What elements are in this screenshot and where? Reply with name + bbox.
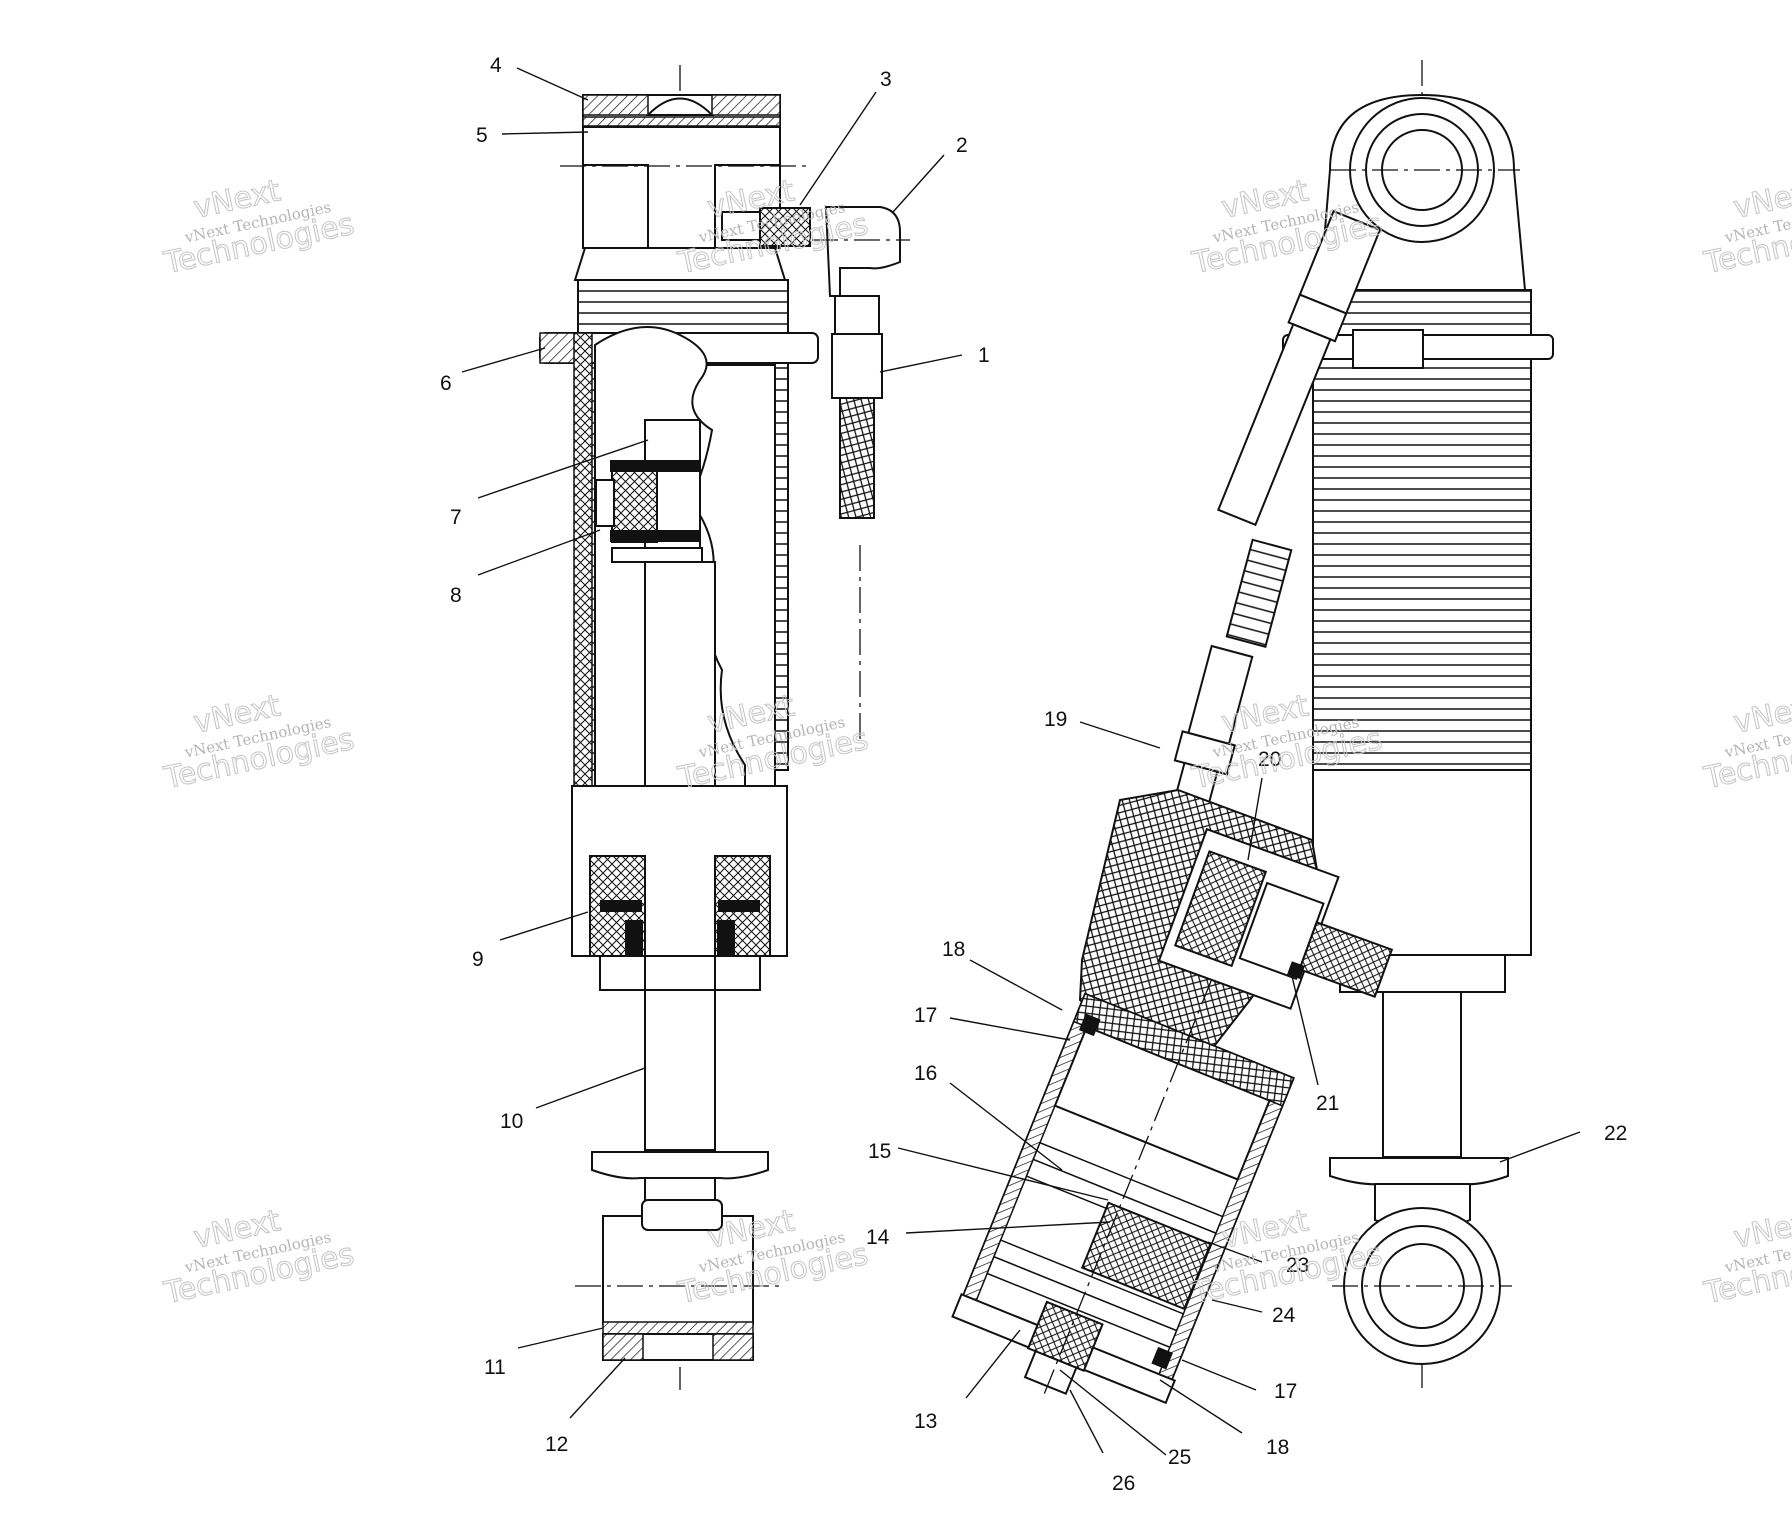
callout-16: 16 [914, 1062, 937, 1085]
reservoir-assembly [951, 209, 1394, 1405]
right-shock-assembly [1282, 60, 1554, 1390]
callout-17-top: 17 [914, 1004, 937, 1027]
left-shock-assembly [539, 65, 910, 1390]
callout-23: 23 [1286, 1254, 1309, 1277]
watermark-5: vNext vNext Technologies Technologies [160, 688, 358, 797]
watermark-1: vNext vNext Technologies Technologies [160, 173, 358, 282]
callout-14: 14 [866, 1226, 890, 1249]
callout-26: 26 [1112, 1472, 1135, 1495]
callout-18-top: 18 [942, 938, 965, 961]
callout-21: 21 [1316, 1092, 1339, 1115]
callout-22: 22 [1604, 1122, 1627, 1145]
watermark-8: vNext vNext Technologies Technologies [1700, 688, 1792, 797]
callout-10: 10 [500, 1110, 523, 1133]
leader-lines [461, 67, 1581, 1456]
callout-9: 9 [472, 948, 484, 971]
callout-11: 11 [484, 1356, 506, 1379]
callout-2: 2 [956, 134, 968, 157]
callout-20: 20 [1258, 748, 1281, 771]
callout-8: 8 [450, 584, 462, 607]
watermarks: vNext vNext Technologies Technologies vN… [160, 173, 1792, 1312]
callout-24: 24 [1272, 1304, 1296, 1327]
callout-12: 12 [545, 1433, 568, 1456]
callout-6: 6 [440, 372, 452, 395]
callout-13: 13 [914, 1410, 937, 1433]
callout-5: 5 [476, 124, 488, 147]
callout-17-bottom: 17 [1274, 1380, 1297, 1403]
callout-1: 1 [978, 344, 990, 367]
callout-15: 15 [868, 1140, 891, 1163]
watermark-12: vNext vNext Technologies Technologies [1700, 1203, 1792, 1312]
callout-labels: 1 2 3 4 5 6 7 8 9 10 11 12 13 14 15 16 1… [440, 54, 1627, 1495]
watermark-4: vNext vNext Technologies Technologies [1700, 173, 1792, 282]
callout-19: 19 [1044, 708, 1067, 731]
watermark-9: vNext vNext Technologies Technologies [160, 1203, 358, 1312]
callout-7: 7 [450, 506, 462, 529]
callout-18-bottom: 18 [1266, 1436, 1289, 1459]
callout-4: 4 [490, 54, 502, 77]
callout-25: 25 [1168, 1446, 1191, 1469]
callout-3: 3 [880, 68, 892, 91]
